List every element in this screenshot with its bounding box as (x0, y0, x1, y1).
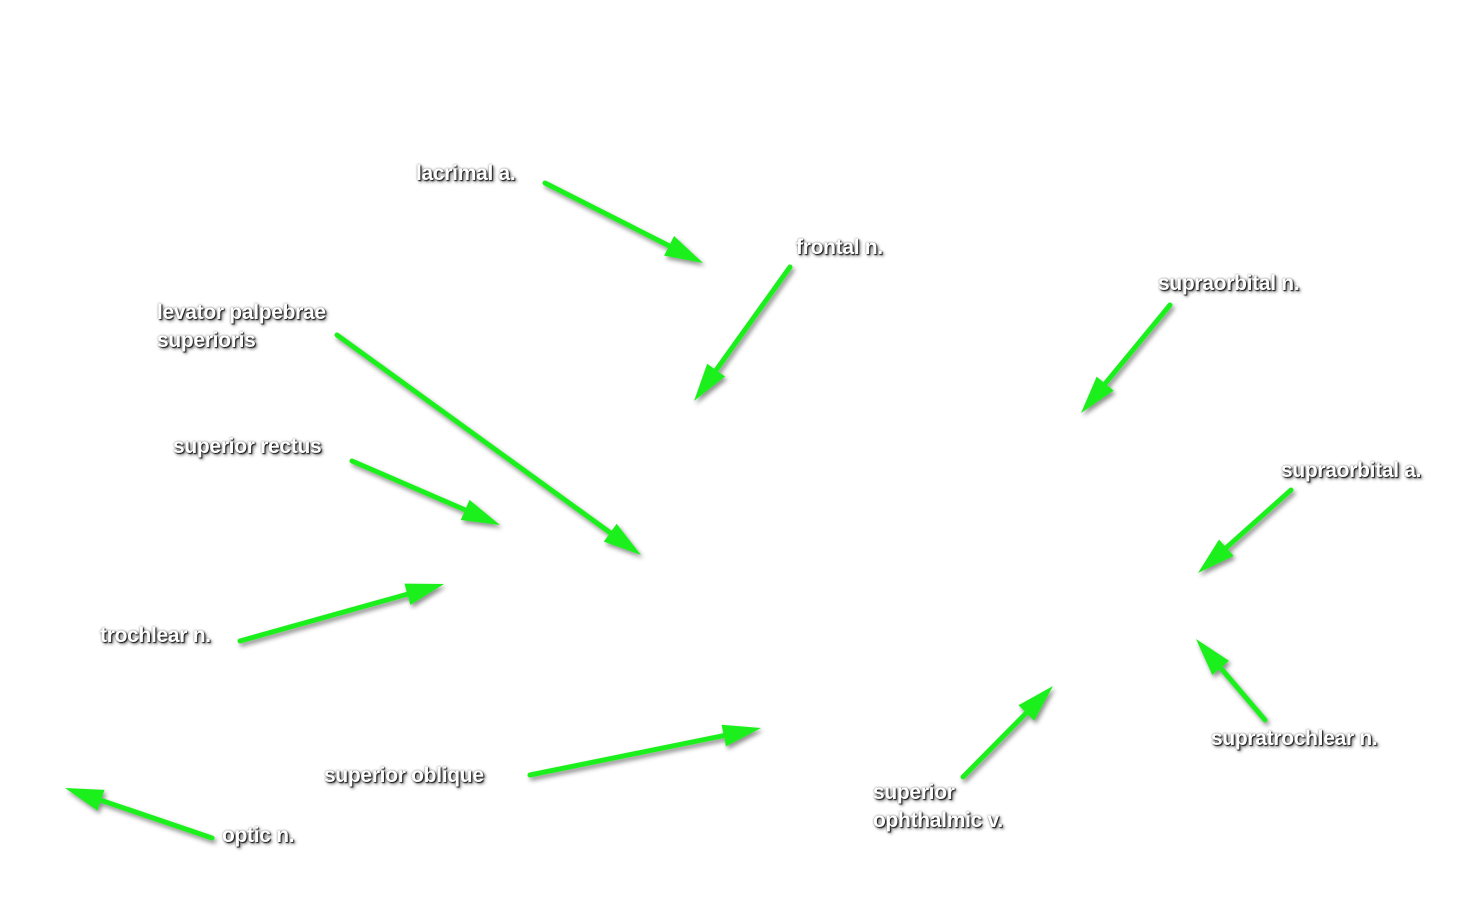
arrow-supraorbital-n-head (1081, 376, 1114, 413)
label-frontal-n: frontal n. (796, 236, 883, 259)
arrow-lacrimal-a-head (664, 236, 703, 263)
arrow-superior-oblique-head (721, 724, 761, 747)
arrow-superior-ophthalmic-v-shaft (960, 707, 1032, 780)
arrow-lacrimal-a (542, 180, 703, 263)
label-superior-ophthalmic-v: superior ophthalmic v. (873, 781, 1003, 832)
arrow-supratrochlear-n-head (1196, 639, 1230, 676)
arrow-superior-rectus-shaft (349, 458, 472, 515)
arrow-superior-oblique (527, 724, 761, 778)
label-superior-rectus: superior rectus (173, 435, 322, 458)
label-supraorbital-a: supraorbital a. (1281, 459, 1422, 482)
arrow-superior-ophthalmic-v-head (1018, 686, 1053, 721)
arrow-superior-ophthalmic-v (960, 686, 1053, 780)
arrow-levator-palpebrae-superioris-shaft (334, 332, 616, 538)
arrow-supraorbital-n (1081, 302, 1173, 413)
arrow-lacrimal-a-shaft (542, 180, 676, 251)
label-levator-palpebrae-superioris: levator palpebrae superioris (157, 301, 326, 352)
arrow-superior-rectus (349, 458, 500, 525)
label-supratrochlear-n: supratrochlear n. (1211, 727, 1378, 750)
arrow-layer (65, 180, 1294, 841)
arrow-superior-rectus-head (460, 499, 500, 525)
label-superior-oblique: superior oblique (324, 764, 484, 787)
arrow-levator-palpebrae-superioris (334, 332, 641, 555)
arrow-supraorbital-a-head (1198, 539, 1234, 573)
label-supraorbital-n: supraorbital n. (1158, 272, 1300, 295)
arrow-levator-palpebrae-superioris-head (603, 523, 641, 555)
label-trochlear-n: trochlear n. (100, 624, 211, 647)
arrow-optic-n (65, 788, 215, 841)
arrow-optic-n-head (65, 788, 105, 811)
arrow-frontal-n-head (694, 363, 726, 401)
arrow-trochlear-n-shaft (237, 590, 414, 644)
arrow-superior-oblique-shaft (527, 732, 731, 778)
label-optic-n: optic n. (222, 824, 295, 847)
arrow-supraorbital-a (1198, 487, 1294, 573)
arrow-supraorbital-a-shaft (1220, 487, 1294, 553)
arrow-supratrochlear-n (1196, 639, 1268, 723)
arrow-frontal-n (694, 264, 793, 401)
arrow-frontal-n-shaft (711, 264, 793, 376)
arrow-supratrochlear-n-shaft (1215, 662, 1268, 723)
arrow-trochlear-n-head (404, 583, 444, 605)
arrow-optic-n-shaft (94, 796, 215, 841)
label-lacrimal-a: lacrimal a. (416, 162, 516, 185)
arrow-supraorbital-n-shaft (1100, 302, 1173, 390)
arrow-trochlear-n (237, 583, 444, 644)
